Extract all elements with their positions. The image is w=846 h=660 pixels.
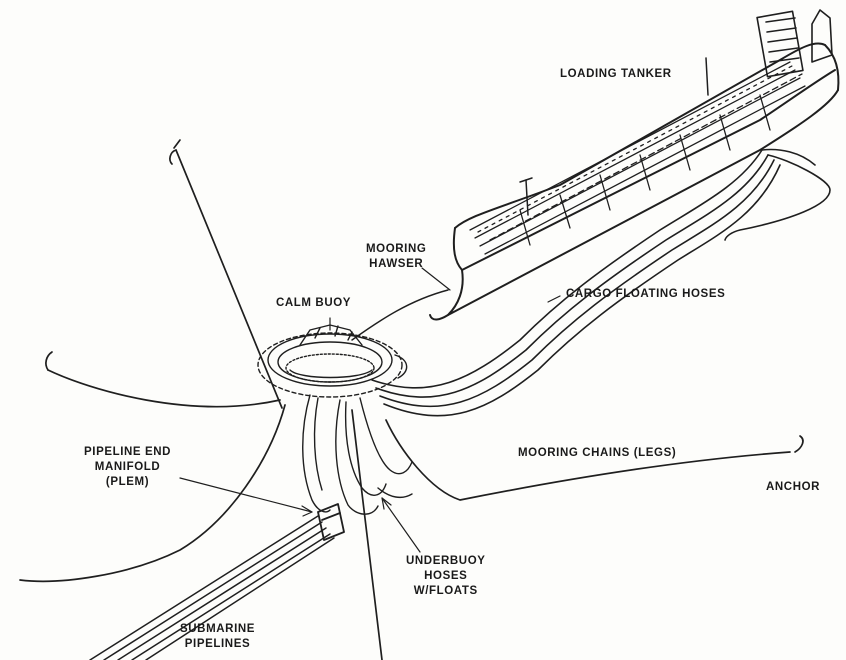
label-submarine-pipelines: SUBMARINE PIPELINES bbox=[180, 622, 255, 652]
label-underbuoy-hoses: UNDERBUOY HOSES W/FLOATS bbox=[406, 554, 486, 599]
tanker-hull bbox=[430, 43, 838, 319]
label-cargo-floating-hoses: CARGO FLOATING HOSES bbox=[566, 287, 725, 302]
label-plem: PIPELINE END MANIFOLD (PLEM) bbox=[84, 445, 171, 490]
label-mooring-hawser-line2: HAWSER bbox=[366, 257, 426, 272]
label-plem-line2: MANIFOLD bbox=[84, 460, 171, 475]
label-submarine-line1: SUBMARINE bbox=[180, 622, 255, 637]
label-loading-tanker: LOADING TANKER bbox=[560, 67, 672, 82]
label-mooring-hawser: MOORING HAWSER bbox=[366, 242, 426, 272]
label-underbuoy-line3: W/FLOATS bbox=[406, 584, 486, 599]
label-plem-line3: (PLEM) bbox=[84, 475, 171, 490]
tanker-deck-piping bbox=[470, 62, 805, 254]
label-mooring-chains: MOORING CHAINS (LEGS) bbox=[518, 446, 676, 461]
mooring-hawser-line bbox=[352, 290, 448, 340]
label-submarine-line2: PIPELINES bbox=[180, 637, 255, 652]
label-mooring-hawser-line1: MOORING bbox=[366, 242, 426, 257]
calm-buoy bbox=[258, 325, 407, 397]
label-plem-line1: PIPELINE END bbox=[84, 445, 171, 460]
label-calm-buoy: CALM BUOY bbox=[276, 296, 351, 311]
label-underbuoy-line2: HOSES bbox=[406, 569, 486, 584]
leader-lines bbox=[180, 268, 560, 552]
label-underbuoy-line1: UNDERBUOY bbox=[406, 554, 486, 569]
label-anchor: ANCHOR bbox=[766, 480, 820, 495]
